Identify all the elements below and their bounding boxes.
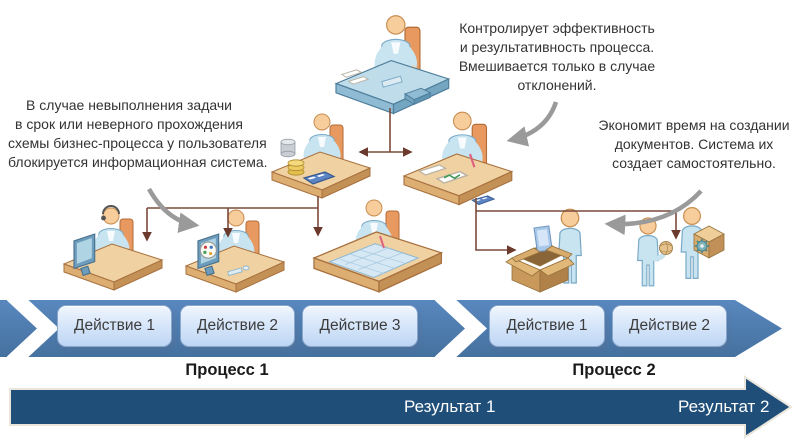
coins-icon bbox=[287, 159, 305, 176]
annotation-line: Вмешивается только в случае bbox=[458, 58, 656, 74]
annotation-line: блокируется информационная система. bbox=[8, 154, 268, 170]
process2-label: Процесс 2 bbox=[572, 361, 656, 379]
annotation-line: Экономит время на создании bbox=[598, 117, 790, 133]
action-chip-5: Действие 2 bbox=[612, 305, 727, 347]
blocker-arrow-icon bbox=[147, 187, 200, 233]
form-sheet-icon bbox=[328, 243, 420, 279]
annotation-line: схемы бизнес-процесса у пользователя bbox=[8, 135, 267, 151]
annotation-line: В случае невыполнения задачи bbox=[26, 97, 232, 113]
org-connectors bbox=[142, 108, 681, 255]
annotation-controller: Контролирует эффективность и результатив… bbox=[447, 19, 667, 95]
gear-box-icon bbox=[693, 225, 725, 259]
controller-arrow-icon bbox=[506, 101, 559, 147]
clerk-figure bbox=[313, 199, 443, 293]
action-chip-3: Действие 3 bbox=[302, 305, 418, 347]
result-band-shape bbox=[9, 375, 793, 439]
supervisor-figure bbox=[403, 111, 513, 206]
globe-icon bbox=[659, 241, 673, 255]
designer-figure bbox=[185, 209, 285, 293]
annotation-arrows bbox=[147, 101, 703, 236]
annotation-line: создает самостоятельно. bbox=[612, 155, 776, 171]
annotation-line: документов. Система их bbox=[614, 136, 774, 152]
annotation-blocker: В случае невыполнения задачи в срок или … bbox=[8, 96, 268, 172]
action-chip-2: Действие 2 bbox=[180, 305, 295, 347]
receivers-figures bbox=[637, 207, 725, 287]
result2-label: Результат 2 bbox=[678, 397, 770, 416]
operator-figure bbox=[63, 205, 163, 291]
annotation-line: Контролирует эффективность bbox=[459, 20, 655, 36]
action-chip-4: Действие 1 bbox=[489, 305, 605, 347]
packer-figure bbox=[505, 208, 582, 293]
annotation-line: в срок или неверного прохождения bbox=[15, 116, 243, 132]
action-chip-1: Действие 1 bbox=[57, 305, 172, 347]
fax-icon bbox=[403, 87, 432, 106]
annotation-line: и результативность процесса. bbox=[459, 39, 655, 55]
process1-label: Процесс 1 bbox=[185, 361, 269, 379]
headset-icon bbox=[102, 205, 120, 215]
result1-label: Результат 1 bbox=[404, 397, 496, 416]
manager-figure bbox=[335, 15, 450, 115]
accountant-figure bbox=[271, 113, 371, 199]
annotation-saver: Экономит время на создании документов. С… bbox=[592, 116, 794, 173]
saver-arrow-icon bbox=[604, 189, 703, 236]
money-pot-icon bbox=[280, 138, 296, 158]
annotation-line: отклонений. bbox=[517, 77, 597, 93]
open-box-icon bbox=[505, 225, 575, 293]
